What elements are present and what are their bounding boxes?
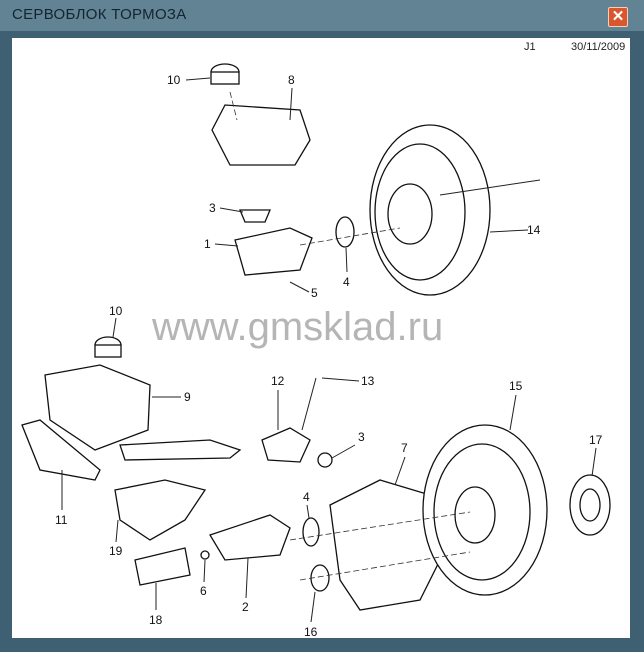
callout-12: 12 — [271, 374, 285, 388]
callout-14: 14 — [527, 223, 541, 237]
callout-17: 17 — [589, 433, 603, 447]
callout-1: 1 — [204, 237, 211, 251]
callout-16: 16 — [304, 625, 318, 639]
callout-3-upper: 3 — [209, 201, 216, 215]
callout-9: 9 — [184, 390, 191, 404]
callout-3-lower: 3 — [358, 430, 365, 444]
close-icon[interactable]: ✕ — [608, 7, 628, 27]
callout-10-upper: 10 — [167, 73, 181, 87]
callout-15: 15 — [509, 379, 523, 393]
diagram-date: 30/11/2009 — [571, 41, 626, 53]
title-bar: СЕРВОБЛОК ТОРМОЗА ✕ — [0, 0, 644, 31]
callout-7: 7 — [401, 441, 408, 455]
callout-13: 13 — [361, 374, 375, 388]
upper-assembly — [210, 63, 541, 296]
callout-10-lower: 10 — [109, 304, 123, 318]
lower-assembly — [21, 336, 611, 611]
callout-6: 6 — [200, 584, 207, 598]
callout-4-lower: 4 — [303, 490, 310, 504]
callout-19: 19 — [109, 544, 123, 558]
watermark: www.gmsklad.ru — [151, 305, 443, 349]
leader-lines — [61, 77, 597, 623]
callout-5: 5 — [311, 286, 318, 300]
callout-11: 11 — [55, 513, 68, 527]
window-title: СЕРВОБЛОК ТОРМОЗА — [12, 6, 187, 23]
diagram-code: J1 — [524, 41, 536, 53]
callout-18: 18 — [149, 613, 163, 627]
callout-2: 2 — [242, 600, 249, 614]
callout-4-upper: 4 — [343, 275, 350, 289]
callout-8: 8 — [288, 73, 295, 87]
